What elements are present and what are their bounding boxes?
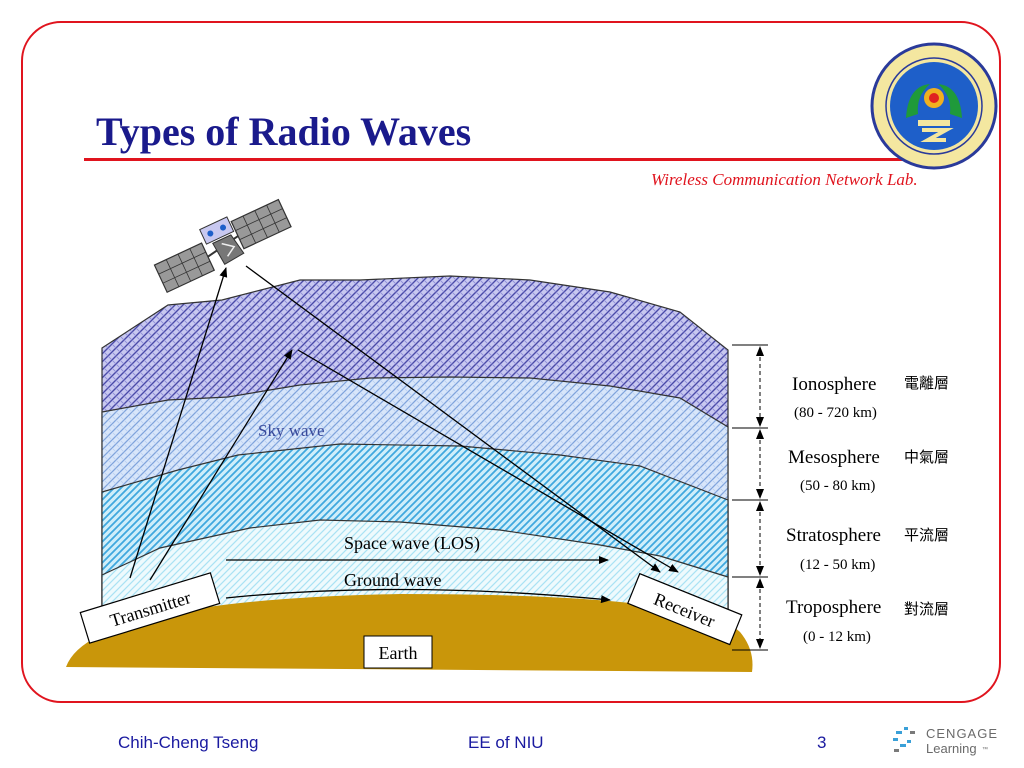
university-seal-logo bbox=[870, 42, 998, 170]
sky-wave-label: Sky wave bbox=[258, 421, 325, 440]
altitude-scale bbox=[732, 344, 768, 651]
cengage-learning-logo: CENGAGE Learning ™ bbox=[893, 726, 998, 756]
slide-title: Types of Radio Waves bbox=[96, 109, 472, 154]
svg-text:™: ™ bbox=[982, 746, 988, 753]
svg-text:CENGAGE: CENGAGE bbox=[926, 726, 998, 741]
title-underline bbox=[84, 158, 946, 161]
ionosphere-chinese: 電離層 bbox=[904, 374, 949, 392]
sky-wave-down-ray bbox=[297, 349, 679, 573]
ground-wave-arrow bbox=[225, 588, 611, 604]
space-wave-label: Space wave (LOS) bbox=[344, 533, 480, 554]
earth-label: Earth bbox=[379, 643, 418, 663]
footer-department: EE of NIU bbox=[468, 733, 544, 752]
ionosphere-name: Ionosphere bbox=[792, 374, 876, 395]
troposphere-chinese: 對流層 bbox=[904, 600, 949, 618]
satellite-uplink-ray bbox=[129, 267, 228, 579]
ground-wave-label: Ground wave bbox=[344, 570, 441, 590]
footer-author: Chih-Cheng Tseng bbox=[118, 733, 259, 752]
mesosphere-chinese: 中氣層 bbox=[904, 448, 949, 466]
stratosphere-range: (12 - 50 km) bbox=[800, 557, 875, 573]
earth-shape bbox=[66, 594, 753, 672]
mesosphere-range: (50 - 80 km) bbox=[800, 478, 875, 494]
troposphere-name: Troposphere bbox=[786, 597, 881, 618]
mesosphere-name: Mesosphere bbox=[788, 447, 880, 468]
ionosphere-range: (80 - 720 km) bbox=[794, 405, 877, 421]
sky-wave-up-ray bbox=[149, 349, 293, 581]
footer-page-number: 3 bbox=[817, 733, 827, 752]
slide-frame bbox=[21, 21, 1001, 703]
stratosphere-name: Stratosphere bbox=[786, 525, 881, 546]
lab-name: Wireless Communication Network Lab. bbox=[651, 170, 918, 189]
svg-text:Learning: Learning bbox=[926, 741, 977, 756]
stratosphere-chinese: 平流層 bbox=[904, 526, 949, 544]
troposphere-range: (0 - 12 km) bbox=[803, 629, 871, 645]
satellite-icon bbox=[153, 198, 292, 294]
